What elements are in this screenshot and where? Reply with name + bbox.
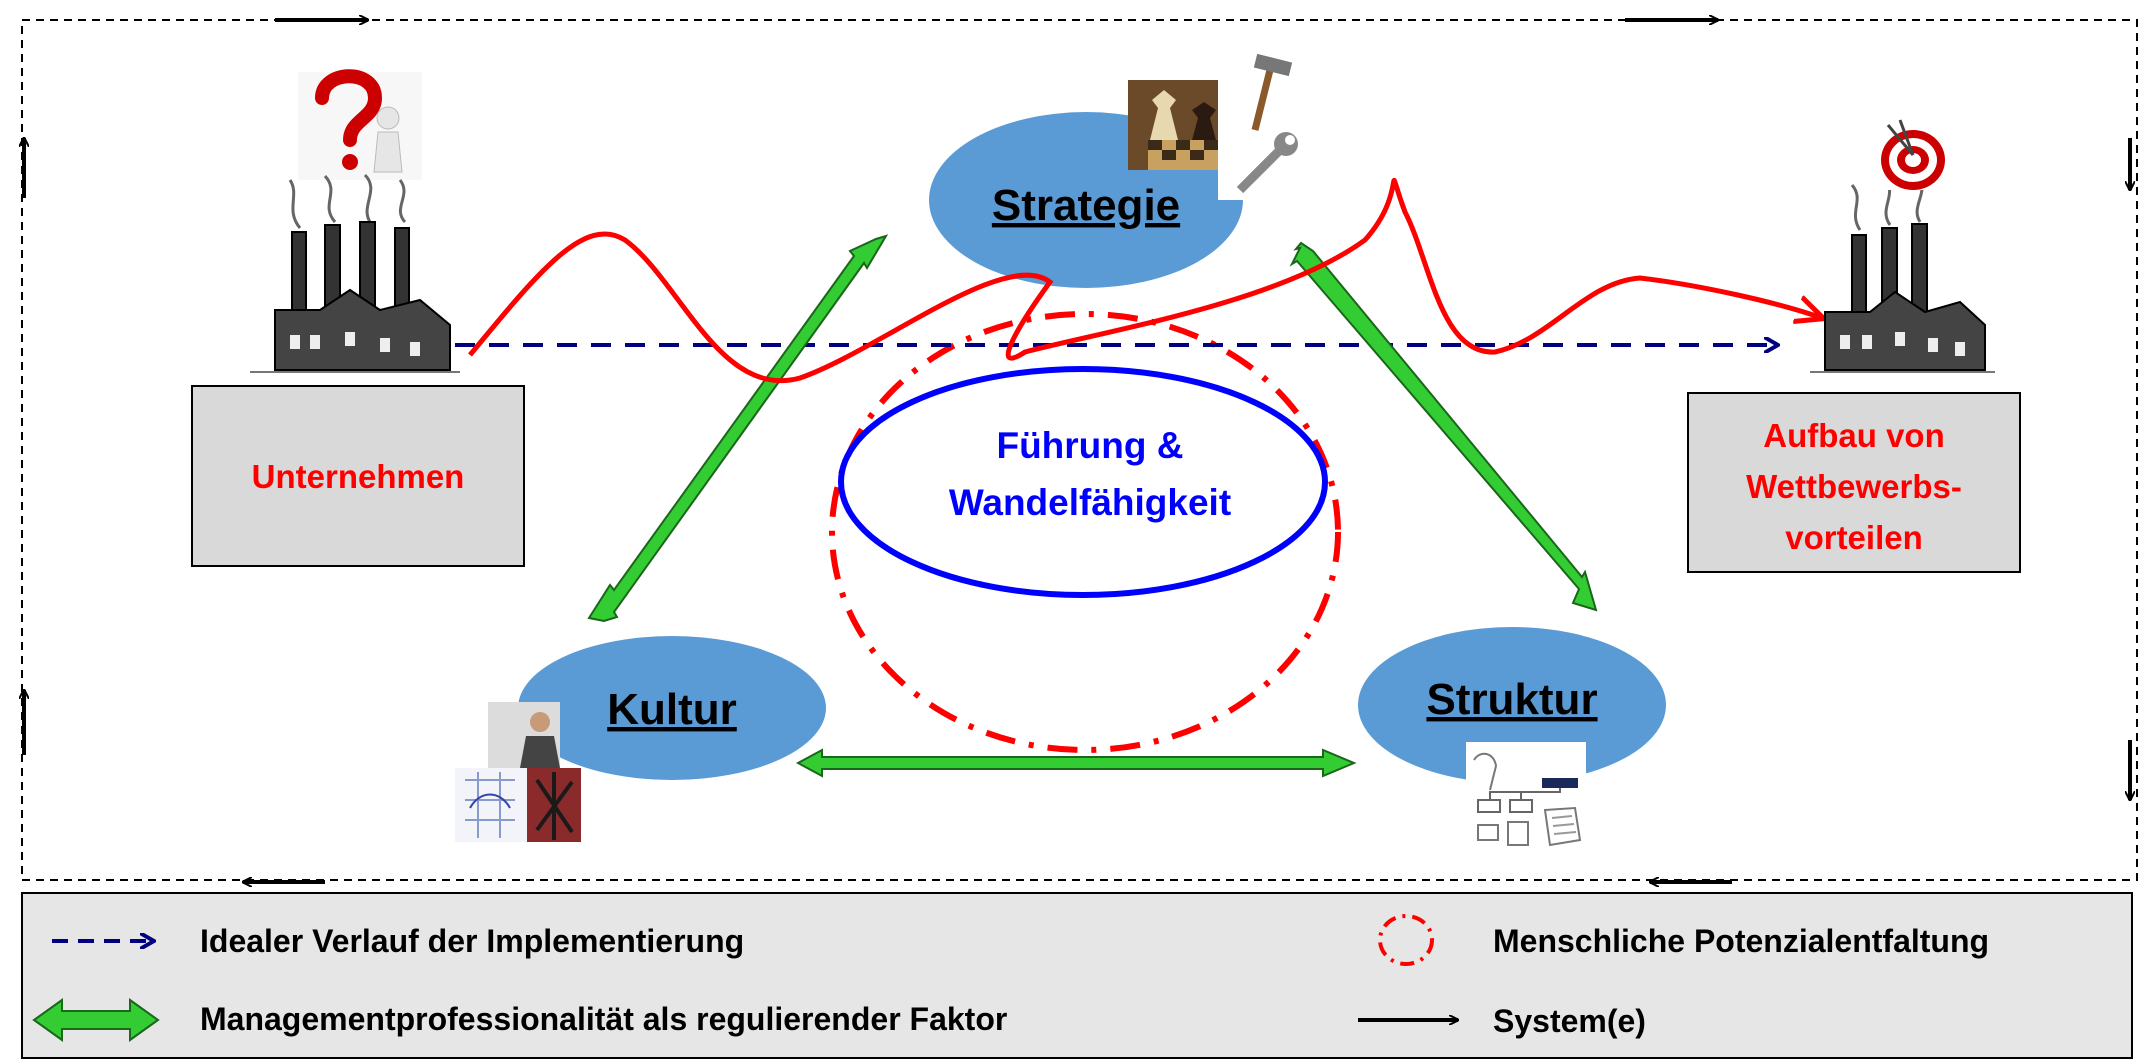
legend-potential-icon	[1378, 914, 1434, 966]
potential-ring	[829, 311, 1341, 753]
factory-icon-left	[250, 173, 460, 373]
center-label-line1: Führung &	[996, 425, 1183, 466]
advantage-label-line2: Wettbewerbs-	[1746, 468, 1962, 505]
system-arrows	[24, 20, 2130, 882]
company-box	[191, 385, 525, 567]
arrow-strategie-struktur	[1289, 241, 1598, 612]
advantage-label-line1: Aufbau von	[1763, 417, 1944, 454]
advantage-box	[1687, 392, 2021, 573]
kultur-ellipse	[518, 636, 826, 780]
company-label: Unternehmen	[252, 458, 465, 495]
legend-ideal-text: Idealer Verlauf der Implementierung	[200, 923, 744, 959]
struktur-label: Struktur	[1426, 675, 1597, 724]
legend-panel	[21, 892, 2133, 1059]
legend-potential-text: Menschliche Potenzialentfaltung	[1493, 923, 1989, 959]
people-collage-icon	[455, 702, 581, 842]
struktur-ellipse	[1358, 627, 1666, 783]
arrow-kultur-struktur	[795, 748, 1357, 778]
legend-management-text: Managementprofessionalität als reguliere…	[200, 1001, 1007, 1037]
org-chart-sketch-icon	[1466, 742, 1586, 852]
target-icon	[1870, 118, 1950, 190]
green-double-arrows	[587, 234, 1598, 778]
legend-system-text: System(e)	[1493, 1003, 1646, 1039]
center-label-line2: Wandelfähigkeit	[949, 482, 1231, 523]
factory-icon-right	[1810, 177, 1995, 373]
center-ring	[838, 366, 1328, 598]
system-boundary	[21, 19, 2138, 881]
chess-tools-icon	[1128, 53, 1308, 200]
strategie-label: Strategie	[992, 181, 1180, 230]
actual-path-curve	[468, 177, 1822, 383]
advantage-label-line3: vorteilen	[1785, 519, 1923, 556]
legend-green-arrow-icon	[32, 998, 160, 1042]
arrow-kultur-strategie	[587, 234, 889, 623]
kultur-label: Kultur	[607, 685, 737, 734]
question-mark-figure-icon	[298, 69, 422, 180]
